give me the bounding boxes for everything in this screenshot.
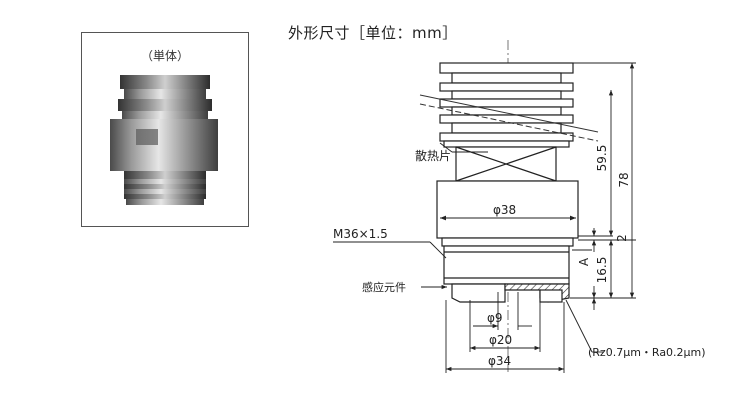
heat-sink-label: 散热片 bbox=[415, 148, 451, 163]
dim-16-5-label: 16.5 bbox=[595, 257, 609, 284]
thread-label: M36×1.5 bbox=[333, 227, 388, 241]
surface-finish-leader bbox=[565, 299, 604, 353]
surface-finish-label: (Rz0.7μm・Ra0.2μm) bbox=[588, 346, 706, 359]
break-lines bbox=[419, 94, 599, 142]
dim-2-label: 2 bbox=[615, 234, 629, 242]
dim-a-label: A bbox=[577, 257, 591, 266]
product-photo-panel: （単体） bbox=[81, 32, 249, 227]
sensor-label: 感应元件 bbox=[362, 280, 406, 294]
sensor-body bbox=[436, 180, 579, 303]
bottom-dims bbox=[445, 292, 565, 373]
dim-d9-label: φ9 bbox=[487, 311, 503, 325]
dimensions-title: 外形尺寸［单位：mm］ bbox=[288, 24, 458, 42]
dim-78-label: 78 bbox=[617, 172, 631, 187]
sensor-photo bbox=[110, 75, 218, 205]
dim-d38-label: φ38 bbox=[493, 203, 516, 217]
dim-d20-label: φ20 bbox=[489, 333, 512, 347]
dim-d34-label: φ34 bbox=[488, 354, 511, 368]
heat-sink-fins bbox=[439, 62, 574, 182]
photo-caption: （単体） bbox=[140, 49, 189, 63]
dim-59-5-label: 59.5 bbox=[595, 145, 609, 172]
vertical-dims bbox=[570, 62, 636, 310]
